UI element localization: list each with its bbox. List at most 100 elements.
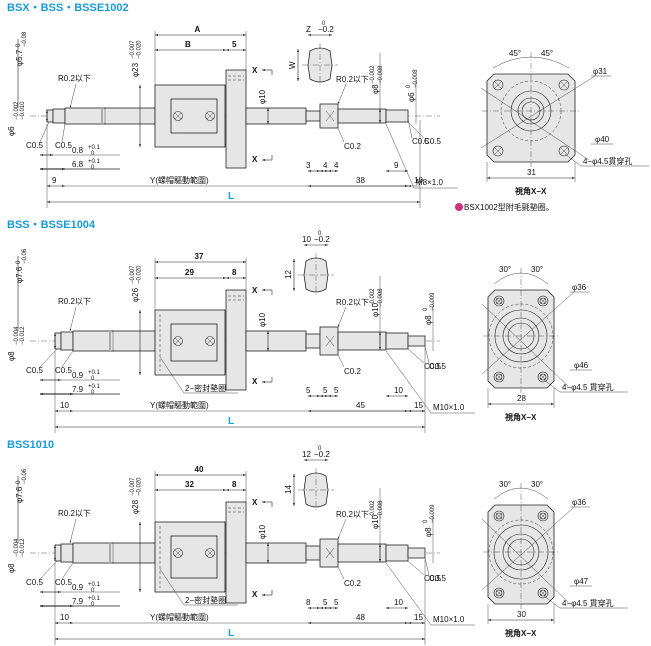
nut-flange bbox=[225, 69, 247, 169]
seg-dim-label: 10 bbox=[394, 598, 403, 607]
seg-dim-label: 9 bbox=[394, 161, 399, 170]
diagonal-leader bbox=[481, 303, 569, 387]
chamfer-label: C0.5 bbox=[424, 362, 441, 371]
groove-tol: +0.1 bbox=[88, 384, 101, 390]
leader-line bbox=[337, 518, 347, 540]
dim-b-label: 29 bbox=[185, 268, 194, 277]
chamfer-label: C0.5 bbox=[412, 137, 429, 146]
bearing-tol: −0.002 bbox=[370, 500, 376, 519]
end-dia-label: φ8 bbox=[424, 315, 433, 325]
width-label: 31 bbox=[527, 168, 536, 177]
groove-tol: +0.1 bbox=[88, 145, 101, 151]
holes-label: 4−φ4.5貫穿孔 bbox=[583, 156, 632, 166]
tip-dia-label: φ7.6 bbox=[15, 486, 24, 503]
bearing-dia-label: φ10 bbox=[371, 302, 380, 317]
end-dim-label: 10 bbox=[414, 176, 423, 185]
hole-cross bbox=[539, 512, 547, 520]
radius-note-right: R0.2以下 bbox=[336, 75, 369, 84]
thread-section bbox=[385, 544, 409, 562]
chamfer-label: C0.5 bbox=[55, 578, 72, 587]
screw-icon bbox=[205, 111, 215, 121]
shaft-tip bbox=[54, 332, 62, 350]
bearing-journal bbox=[337, 108, 387, 124]
section-title: BSS・BSSE1004 bbox=[7, 219, 96, 231]
diagonal-leader bbox=[480, 75, 596, 149]
mount-hole bbox=[558, 145, 570, 157]
return-tube-fill bbox=[174, 539, 214, 577]
screw-icon bbox=[173, 111, 183, 121]
seal-label: 2−密封墊圈 bbox=[185, 383, 226, 393]
groove-tol: 0 bbox=[91, 151, 95, 157]
counterbore bbox=[495, 297, 503, 305]
left-length-label: 9 bbox=[52, 176, 57, 185]
seg-dim-label: 4 bbox=[323, 161, 328, 170]
end-tol: −0.009 bbox=[430, 292, 436, 311]
flat-z-tol: 0 bbox=[318, 231, 322, 237]
mount-hole bbox=[493, 295, 505, 307]
nut-dia-tol: −0.020 bbox=[137, 265, 143, 284]
end-tol: 0 bbox=[423, 519, 429, 523]
shaft-end-left bbox=[60, 331, 74, 351]
dim-b-label: B bbox=[185, 40, 191, 49]
bearing-tol: −0.008 bbox=[378, 288, 384, 307]
flat-w-label: W bbox=[288, 61, 297, 69]
end-tol: 0 bbox=[423, 307, 429, 311]
screw-cross bbox=[174, 112, 182, 120]
leader-line bbox=[337, 306, 347, 328]
leader-line bbox=[407, 348, 425, 364]
return-tube-fill bbox=[174, 327, 214, 360]
mount-hole bbox=[558, 79, 570, 91]
flat-z-tol: −0.2 bbox=[314, 450, 330, 459]
shaft-end-tol: −0.012 bbox=[20, 326, 26, 345]
angle-label: 45° bbox=[541, 49, 553, 58]
left-length-label: 10 bbox=[60, 401, 69, 410]
flat-z-tol: 0 bbox=[318, 446, 322, 452]
bearing-flat bbox=[319, 103, 339, 129]
shaft-end-right bbox=[407, 547, 426, 559]
nut-dia-tol: −0.007 bbox=[130, 40, 136, 59]
angle-label: 45° bbox=[509, 49, 521, 58]
screw-icon bbox=[173, 336, 183, 346]
leader-line bbox=[159, 568, 185, 606]
pcd-label: φ31 bbox=[593, 67, 608, 76]
leader-line bbox=[543, 379, 561, 393]
flat-cross-mark bbox=[325, 547, 335, 559]
leader-line bbox=[385, 562, 432, 626]
screw-shaft-left bbox=[72, 542, 156, 564]
screw-icon bbox=[205, 548, 215, 558]
seg-dim-label: 5 bbox=[306, 386, 311, 395]
groove-tol: +0.1 bbox=[88, 582, 101, 588]
chamfer-label: C0.2 bbox=[344, 367, 361, 376]
left-length-label: 10 bbox=[60, 613, 69, 622]
hole-cross bbox=[495, 512, 503, 520]
bearing-flat bbox=[319, 538, 339, 568]
end-dia-label: φ8 bbox=[424, 527, 433, 537]
groove-depth-label: 7.9 bbox=[72, 385, 84, 394]
section-bsx1002: BSX・BSS・BSSE1002Z−0.20Wφ5.7−0.080φ6−0.00… bbox=[7, 2, 649, 212]
shaft-end-dia-label: φ6 bbox=[7, 126, 16, 136]
leader-line bbox=[337, 566, 345, 580]
leader-line bbox=[337, 83, 347, 105]
view-caption: 視角X−X bbox=[514, 186, 547, 196]
seg-dim-label: 5 bbox=[323, 598, 328, 607]
radius-note-right: R0.2以下 bbox=[336, 298, 369, 307]
mount-hole bbox=[537, 295, 549, 307]
counterbore bbox=[495, 589, 503, 597]
flat-z-label: 12 bbox=[302, 450, 311, 459]
diagonal-leader bbox=[481, 518, 569, 603]
holes-label: 4−φ4.5 貫穿孔 bbox=[562, 382, 614, 392]
chamfer-label: C0.5 bbox=[55, 141, 72, 150]
mount-hole bbox=[537, 587, 549, 599]
seg-dim-label: 10 bbox=[394, 386, 403, 395]
view-caption: 視角X−X bbox=[504, 628, 537, 638]
tip-dia-tol: −0.06 bbox=[22, 468, 28, 484]
flat-z-tol: −0.2 bbox=[318, 25, 334, 34]
bearing-dia-label: φ10 bbox=[371, 514, 380, 529]
overall-length-label: L bbox=[228, 628, 234, 639]
angle-label: 30° bbox=[499, 480, 511, 489]
hole-cross bbox=[495, 297, 503, 305]
diagonal-leader bbox=[481, 291, 575, 375]
end-dia-label: φ6 bbox=[407, 92, 416, 102]
section-title: BSX・BSS・BSSE1002 bbox=[7, 2, 129, 14]
seg-dim-label: 5 bbox=[334, 386, 339, 395]
